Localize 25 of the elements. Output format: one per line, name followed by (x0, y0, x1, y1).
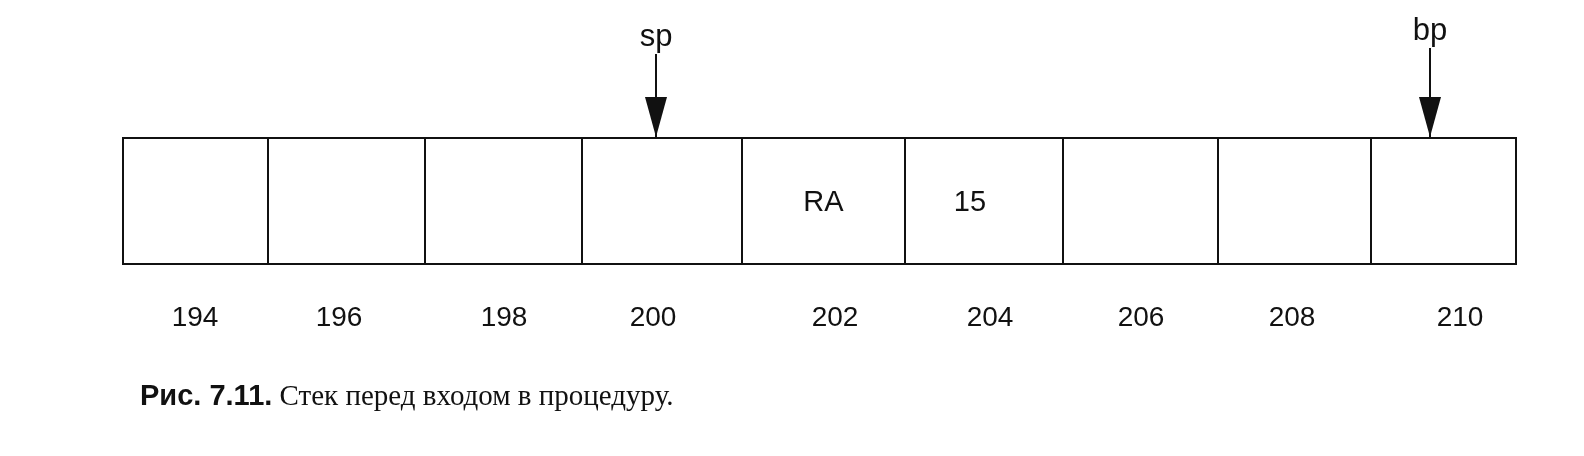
memory-cell (904, 137, 1064, 265)
figure-caption: Рис. 7.11. Стек перед входом в процедуру. (140, 380, 674, 412)
arrow (645, 53, 667, 138)
address-label: 210 (1436, 303, 1484, 331)
address-label: 204 (966, 303, 1014, 331)
memory-cell (581, 137, 743, 265)
address-label: 194 (171, 303, 219, 331)
memory-cell (1370, 137, 1517, 265)
cell-value: 15 (953, 186, 987, 216)
memory-cell (122, 137, 269, 265)
memory-cell (267, 137, 426, 265)
memory-cell (741, 137, 906, 265)
address-label: 200 (629, 303, 677, 331)
memory-cell (1217, 137, 1372, 265)
address-label: 198 (480, 303, 528, 331)
address-label: 196 (315, 303, 363, 331)
pointer-label: sp (639, 20, 673, 51)
memory-cell (424, 137, 583, 265)
memory-cell (1062, 137, 1219, 265)
address-label: 202 (811, 303, 859, 331)
arrow (1419, 47, 1441, 138)
cell-value: RA (803, 186, 844, 216)
address-label: 208 (1268, 303, 1316, 331)
pointer-label: bp (1412, 14, 1448, 45)
address-label: 206 (1117, 303, 1165, 331)
